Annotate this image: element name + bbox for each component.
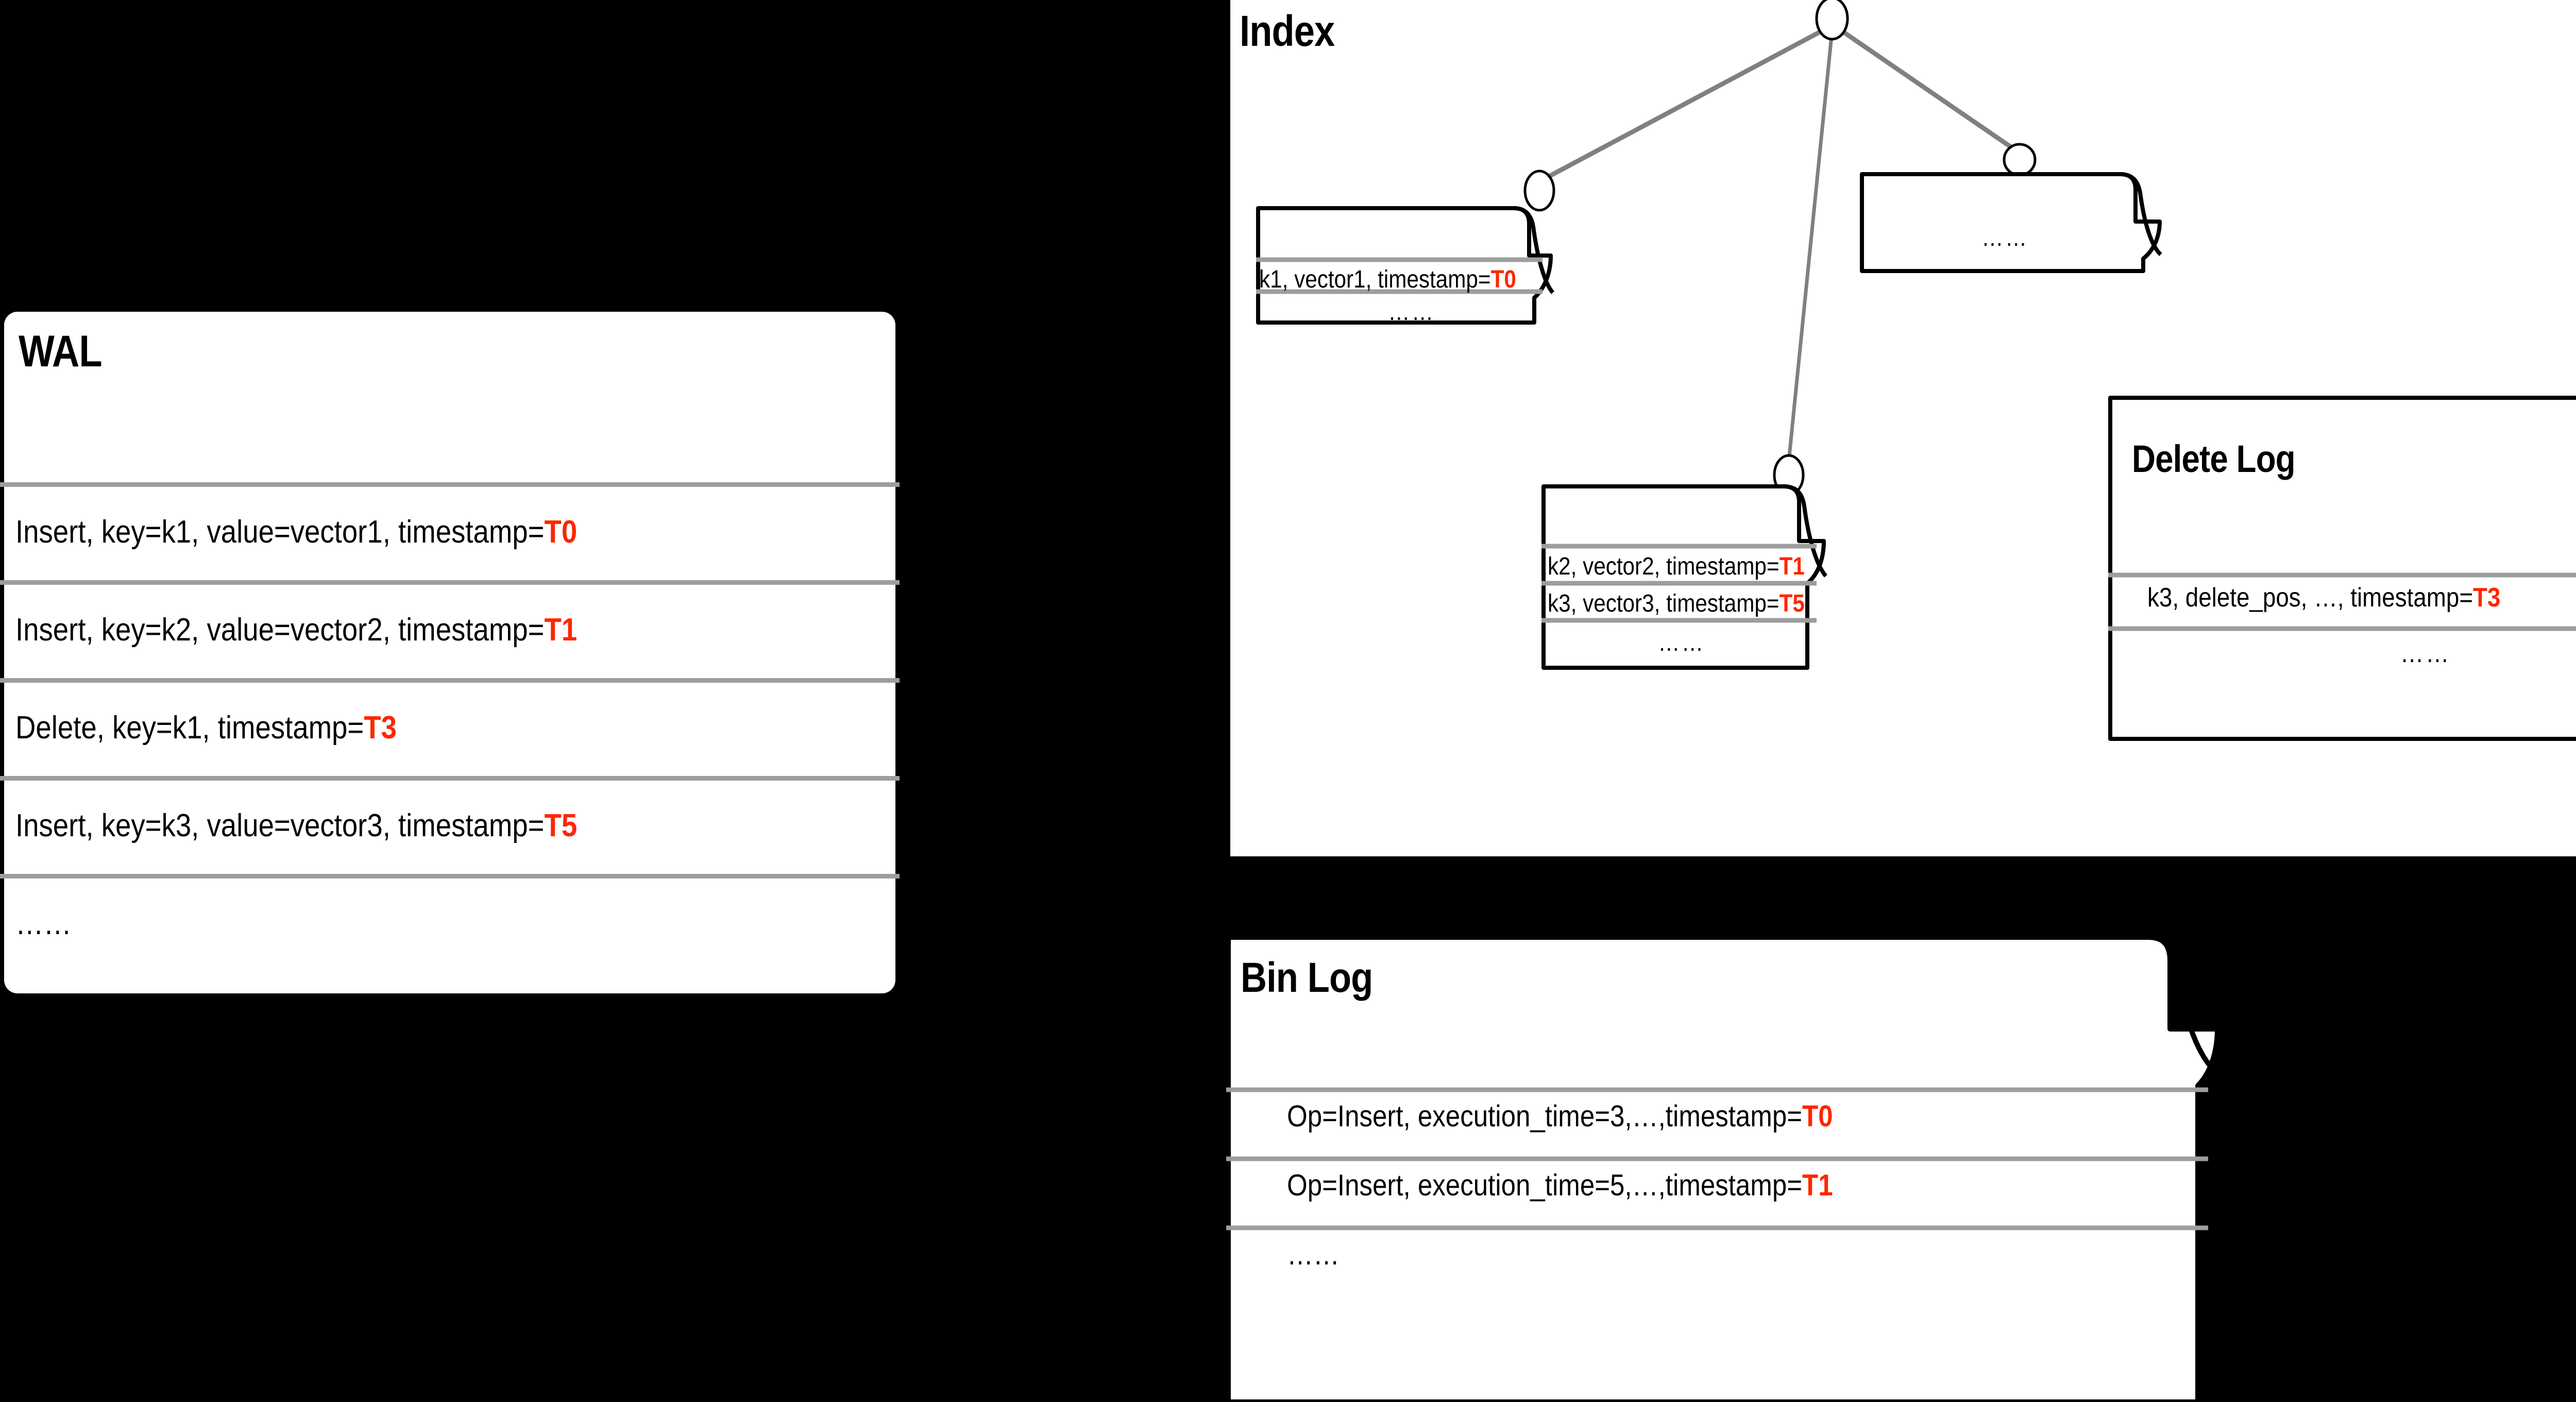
delete-log-row-text: k3, delete_pos, …, timestamp= xyxy=(2147,583,2473,613)
wal-row-timestamp: T3 xyxy=(364,710,397,746)
index-leaf-ellipsis: …… xyxy=(1860,172,2164,273)
wal-row-text: Delete, key=k1, timestamp= xyxy=(15,710,364,746)
bin-log-row: Op=Insert, execution_time=3,…,timestamp=… xyxy=(1287,1099,1833,1134)
index-leaf-k1: k1, vector1, timestamp=T0 …… xyxy=(1256,206,1555,326)
bin-log-row: Op=Insert, execution_time=5,…,timestamp=… xyxy=(1287,1168,1833,1203)
bin-log-row-timestamp: T1 xyxy=(1802,1169,1833,1202)
bin-log-row: …… xyxy=(1287,1237,1340,1272)
wal-separator xyxy=(0,776,900,781)
wal-separator xyxy=(0,874,900,879)
bin-log-row-text: Op=Insert, execution_time=3,…,timestamp= xyxy=(1287,1100,1803,1133)
wal-separator xyxy=(0,678,900,683)
wal-row-text: Insert, key=k2, value=vector2, timestamp… xyxy=(15,612,545,648)
wal-row: Insert, key=k3, value=vector3, timestamp… xyxy=(15,807,577,844)
bin-log-row-text: …… xyxy=(1287,1238,1340,1271)
bin-log-panel: Bin Log Op=Insert, execution_time=3,…,ti… xyxy=(1226,935,2221,1402)
delete-log-title: Delete Log xyxy=(2132,437,2296,480)
index-leaf-k2k3-row-text: k2, vector2, timestamp= xyxy=(1548,553,1780,580)
wal-row-text: Insert, key=k1, value=vector1, timestamp… xyxy=(15,514,545,550)
index-leaf-k1-row: k1, vector1, timestamp=T0 xyxy=(1259,265,1516,294)
wal-row: Insert, key=k2, value=vector2, timestamp… xyxy=(15,612,577,648)
wal-row-timestamp: T1 xyxy=(544,612,578,648)
doc-shape xyxy=(1860,172,2162,273)
index-leaf-k2k3: k2, vector2, timestamp=T1 k3, vector3, t… xyxy=(1541,484,1830,670)
delete-log-ellipsis: …… xyxy=(2400,638,2451,668)
delete-log-row: k3, delete_pos, …, timestamp=T3 xyxy=(2147,582,2500,613)
doc-fold xyxy=(2148,935,2221,1077)
index-leaf-k1-row-timestamp: T0 xyxy=(1490,266,1516,293)
index-leaf-k1-ellipsis: …… xyxy=(1388,298,1435,326)
wal-panel: WAL Insert, key=k1, value=vector1, times… xyxy=(0,312,900,993)
delete-log-panel: Delete Log k3, delete_pos, …, timestamp=… xyxy=(2108,396,2576,742)
index-leaf-k2k3-row-text: k3, vector3, timestamp= xyxy=(1548,590,1780,617)
wal-row: Insert, key=k1, value=vector1, timestamp… xyxy=(15,514,577,550)
index-title: Index xyxy=(1240,7,1335,55)
wal-title: WAL xyxy=(19,327,103,376)
index-leaf-k2k3-row: k2, vector2, timestamp=T1 xyxy=(1548,552,1805,581)
delete-log-row-timestamp: T3 xyxy=(2473,583,2501,613)
wal-row: …… xyxy=(15,905,72,942)
index-leaf-k2k3-ellipsis: …… xyxy=(1658,629,1705,656)
wal-row-timestamp: T5 xyxy=(544,808,578,843)
doc-fold xyxy=(1783,484,1828,578)
wal-row-text: …… xyxy=(15,906,72,941)
bin-log-row-text: Op=Insert, execution_time=5,…,timestamp= xyxy=(1287,1169,1803,1202)
index-leaf-k2k3-row-timestamp: T1 xyxy=(1779,553,1805,580)
index-leaf-k1-row-text: k1, vector1, timestamp= xyxy=(1259,266,1491,293)
wal-separator xyxy=(0,580,900,585)
bin-log-row-timestamp: T0 xyxy=(1802,1100,1833,1133)
index-leaf-k2k3-row: k3, vector3, timestamp=T5 xyxy=(1548,589,1805,618)
doc-shape xyxy=(2108,396,2576,741)
wal-separator xyxy=(0,482,900,487)
wal-row-timestamp: T0 xyxy=(544,514,578,550)
doc-fold xyxy=(2120,172,2162,256)
index-leaf-ellipsis-text: …… xyxy=(1981,224,2029,251)
index-leaf-k2k3-row-timestamp: T5 xyxy=(1779,590,1805,617)
wal-row: Delete, key=k1, timestamp=T3 xyxy=(15,710,397,746)
wal-row-text: Insert, key=k3, value=vector3, timestamp… xyxy=(15,808,545,843)
bin-log-title: Bin Log xyxy=(1241,954,1373,1001)
doc-fold xyxy=(1513,206,1555,294)
